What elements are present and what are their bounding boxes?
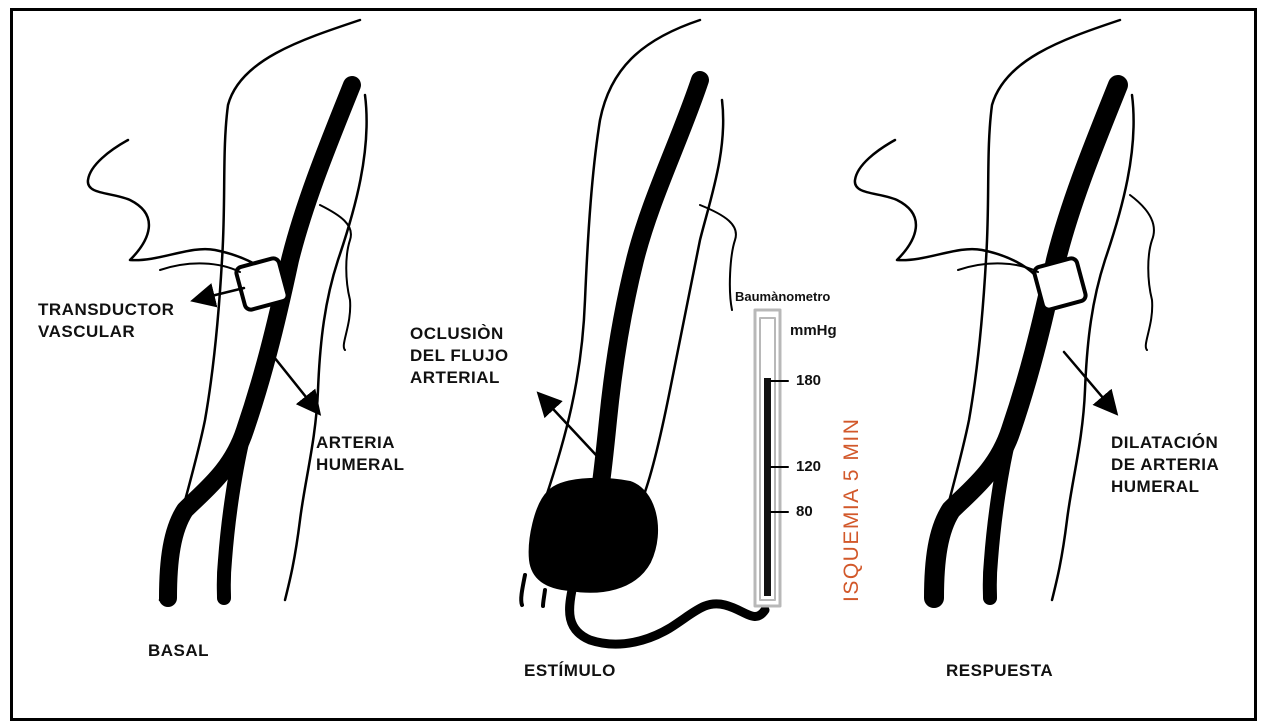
respuesta-transducer-cable [958, 263, 1038, 272]
dilation-label: DILATACIÓN DE ARTERIA HUMERAL [1111, 432, 1219, 498]
estimulo-tube [570, 590, 765, 644]
estimulo-arm-outline-left [545, 20, 700, 500]
gauge-mercury-column [764, 378, 771, 596]
respuesta-chest-contour [855, 140, 1035, 275]
basal-chest-contour [88, 140, 270, 275]
gauge-tick-label-180: 180 [796, 370, 821, 392]
respuesta-artery [934, 85, 1118, 598]
gauge-tick-label-80: 80 [796, 501, 813, 523]
basal-artery-arrow [270, 352, 318, 412]
caption-basal: BASAL [148, 640, 209, 662]
panel-respuesta-drawing [855, 20, 1154, 600]
estimulo-occlusion-arrow [540, 395, 596, 455]
transducer-label: TRANSDUCTOR VASCULAR [38, 299, 174, 343]
estimulo-arm-outline-right [642, 100, 723, 500]
caption-respuesta: RESPUESTA [946, 660, 1053, 682]
basal-transducer [235, 257, 289, 311]
artery-label: ARTERIA HUMERAL [316, 432, 405, 476]
panel-estimulo-drawing [521, 20, 788, 644]
basal-artery [168, 85, 352, 598]
caption-estimulo: ESTÍMULO [524, 660, 616, 682]
estimulo-cuff [530, 479, 657, 592]
gauge-unit: mmHg [790, 320, 837, 342]
occlusion-label: OCLUSIÒN DEL FLUJO ARTERIAL [410, 323, 509, 389]
basal-transducer-cable [160, 263, 240, 272]
gauge-title: Baumànometro [735, 286, 830, 308]
respuesta-muscle-line [1130, 195, 1154, 350]
estimulo-artery [600, 80, 700, 490]
gauge-tick-label-120: 120 [796, 456, 821, 478]
ischemia-label: ISQUEMIA 5 MIN [840, 418, 864, 602]
respuesta-dilation-arrow [1064, 352, 1115, 412]
respuesta-transducer [1033, 257, 1087, 311]
basal-muscle-line [320, 205, 351, 350]
